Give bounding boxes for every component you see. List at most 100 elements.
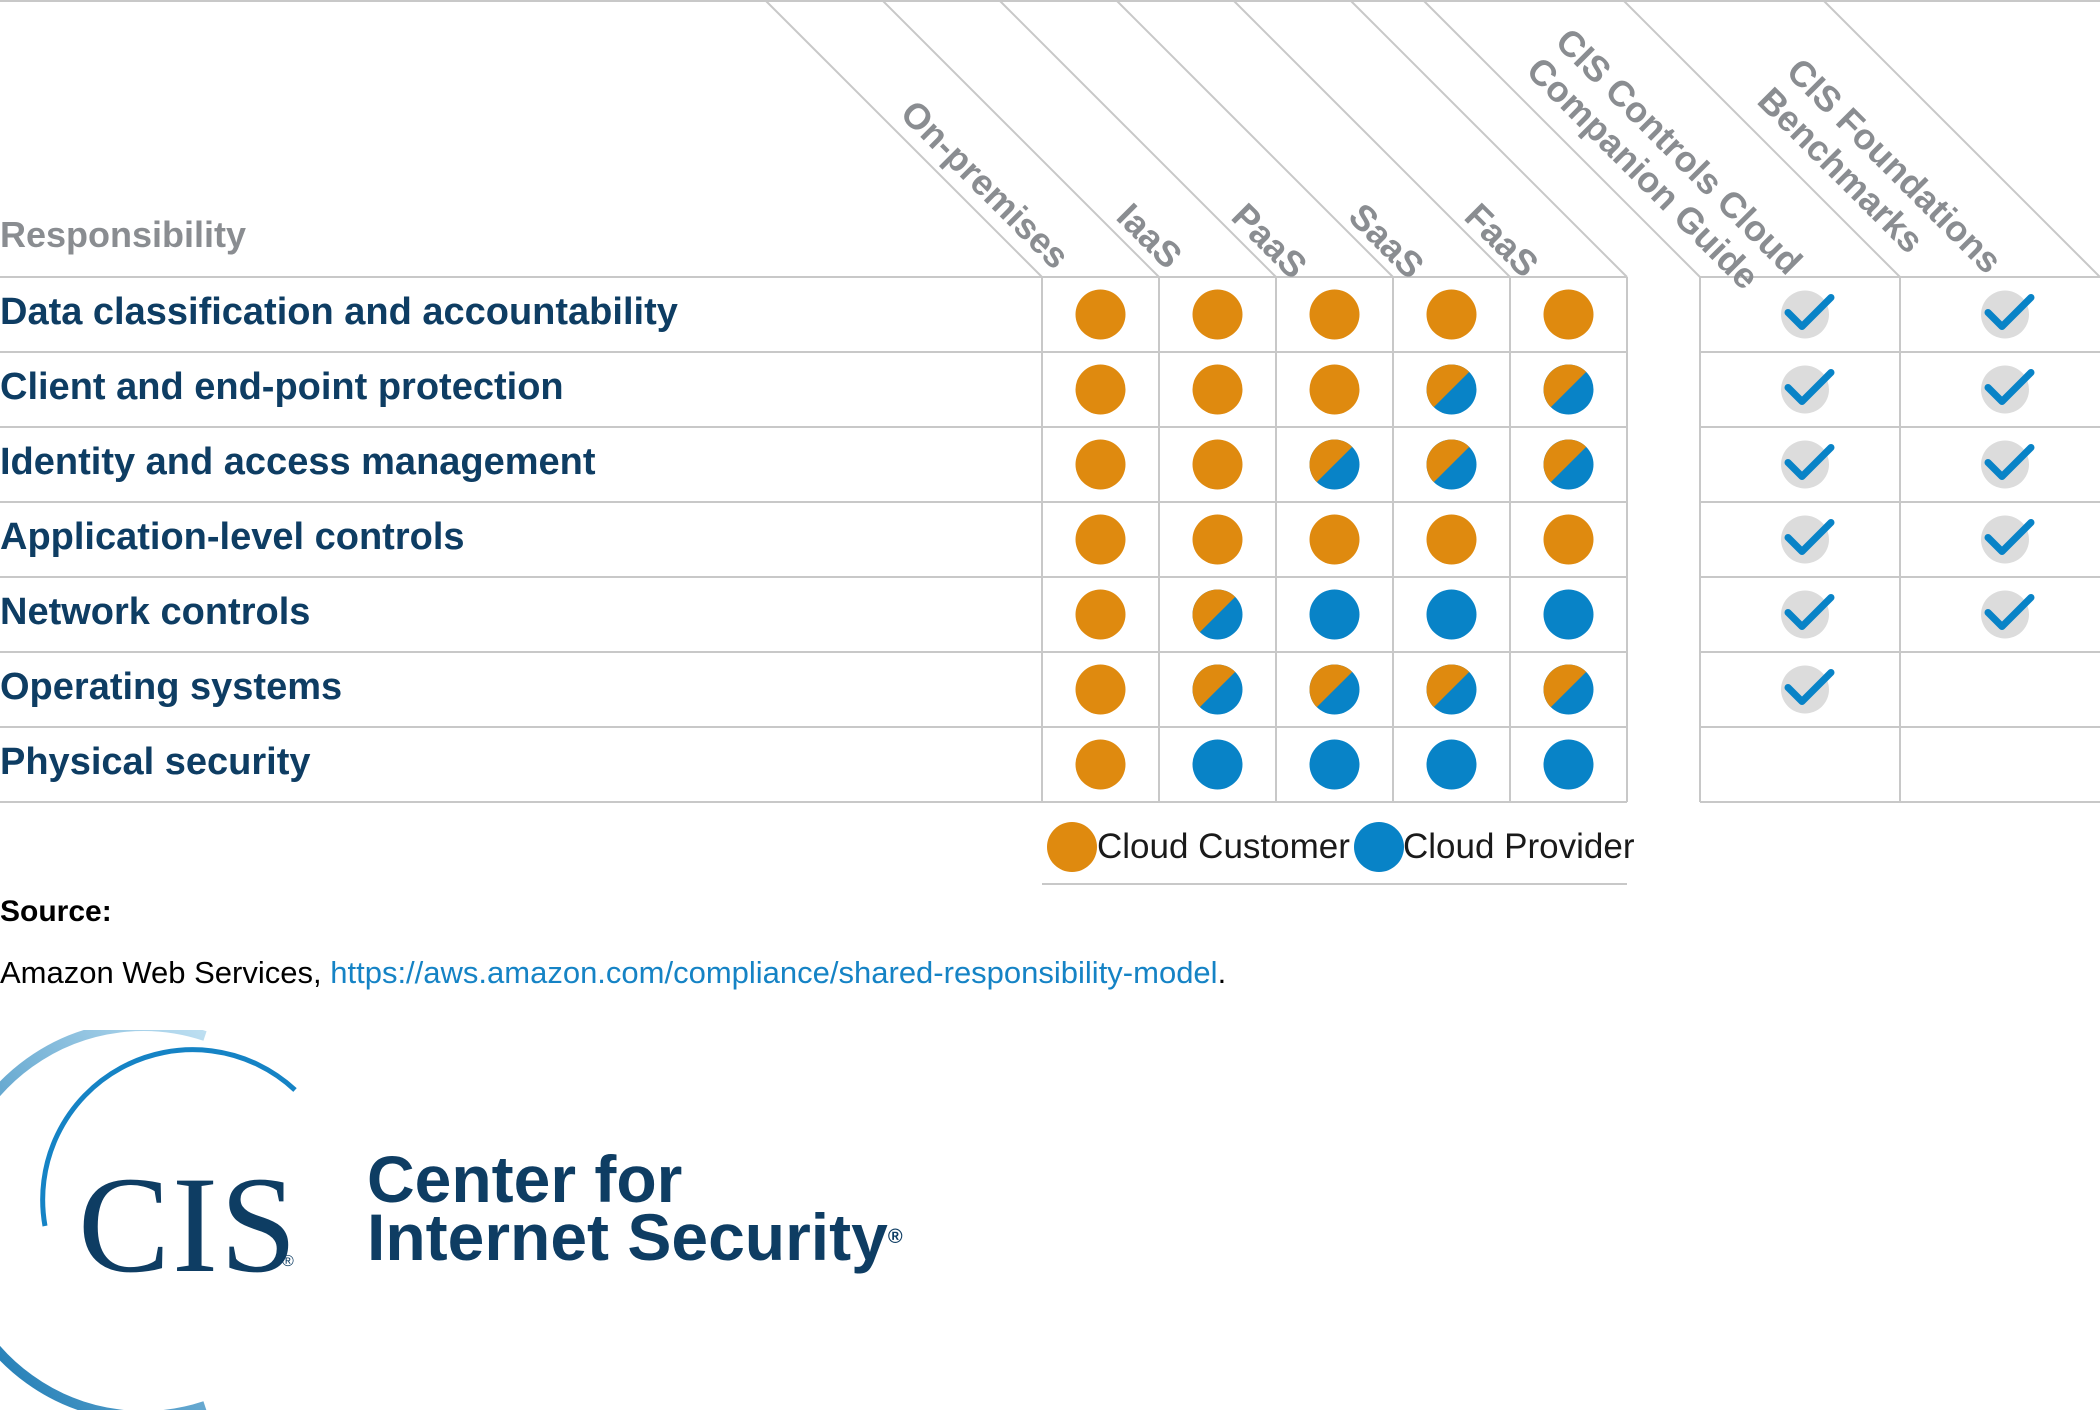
legend-provider-label: Cloud Provider bbox=[1403, 827, 1635, 866]
shared-dot bbox=[1543, 439, 1594, 490]
check-icon bbox=[1781, 515, 1835, 564]
check-circle bbox=[1981, 440, 2029, 489]
legend-customer-label: Cloud Customer bbox=[1097, 827, 1350, 866]
provider-dot bbox=[1426, 739, 1477, 790]
customer-dot bbox=[1192, 289, 1243, 340]
customer-dot bbox=[1309, 514, 1360, 565]
logo-name-line2: Internet Security bbox=[367, 1200, 888, 1274]
customer-dot bbox=[1192, 364, 1243, 415]
customer-dot bbox=[1075, 439, 1126, 490]
check-circle bbox=[1781, 290, 1829, 339]
header-diagonal bbox=[1422, 0, 1701, 278]
check-circle bbox=[1781, 515, 1829, 564]
row-label: Identity and access management bbox=[0, 441, 596, 483]
shared-dot-customer-half bbox=[1543, 664, 1587, 708]
check-circle bbox=[1781, 365, 1829, 414]
shared-dot-customer-half bbox=[1192, 664, 1236, 708]
row-label: Application-level controls bbox=[0, 516, 465, 558]
check-mark bbox=[1784, 369, 1835, 405]
check-mark bbox=[1784, 519, 1835, 555]
logo-name-line1: Center for bbox=[367, 1142, 683, 1216]
header-diagonal bbox=[1115, 0, 1394, 278]
check-mark bbox=[1784, 444, 1835, 480]
check-mark bbox=[1784, 294, 1835, 330]
row-label: Data classification and accountability bbox=[0, 291, 678, 333]
customer-dot bbox=[1426, 514, 1477, 565]
logo-cis-mark: CIS bbox=[78, 1148, 299, 1301]
source-text: Amazon Web Services, bbox=[0, 955, 331, 990]
source-link[interactable]: https://aws.amazon.com/compliance/shared… bbox=[330, 955, 1218, 990]
shared-dot-customer-half bbox=[1543, 364, 1587, 408]
customer-dot bbox=[1543, 289, 1594, 340]
header-diagonal bbox=[1349, 0, 1628, 278]
header-diagonal bbox=[1232, 0, 1511, 278]
header-diagonal bbox=[881, 0, 1160, 278]
logo-name-reg: ® bbox=[887, 1226, 903, 1248]
check-circle bbox=[1981, 515, 2029, 564]
check-circle bbox=[1781, 665, 1829, 714]
check-icon bbox=[1981, 290, 2035, 339]
shared-dot-customer-half bbox=[1426, 664, 1470, 708]
source-line: Amazon Web Services, https://aws.amazon.… bbox=[0, 955, 1226, 991]
row-label: Physical security bbox=[0, 741, 311, 783]
customer-dot bbox=[1192, 439, 1243, 490]
check-icon bbox=[1981, 440, 2035, 489]
shared-dot bbox=[1426, 364, 1477, 415]
shared-dot-customer-half bbox=[1192, 589, 1236, 633]
check-circle bbox=[1781, 440, 1829, 489]
customer-dot bbox=[1075, 589, 1126, 640]
customer-dot bbox=[1075, 364, 1126, 415]
provider-dot bbox=[1426, 589, 1477, 640]
check-circle bbox=[1981, 290, 2029, 339]
check-icon bbox=[1981, 515, 2035, 564]
check-mark bbox=[1984, 519, 2035, 555]
shared-dot-customer-half bbox=[1543, 439, 1587, 483]
check-icon bbox=[1781, 365, 1835, 414]
header-diagonal bbox=[1622, 0, 1901, 278]
header-diagonal bbox=[1822, 0, 2100, 278]
responsibility-header: Responsibility bbox=[0, 214, 247, 255]
customer-dot bbox=[1192, 514, 1243, 565]
provider-dot bbox=[1543, 589, 1594, 640]
check-icon bbox=[1781, 440, 1835, 489]
customer-dot bbox=[1075, 514, 1126, 565]
shared-dot bbox=[1309, 439, 1360, 490]
shared-dot bbox=[1543, 664, 1594, 715]
check-mark bbox=[1784, 594, 1835, 630]
shared-dot bbox=[1543, 364, 1594, 415]
source-suffix: . bbox=[1217, 955, 1227, 990]
logo-name: Center for Internet Security® bbox=[367, 1142, 903, 1270]
header-diagonal bbox=[998, 0, 1277, 278]
provider-dot bbox=[1192, 739, 1243, 790]
check-circle bbox=[1781, 590, 1829, 639]
check-mark bbox=[1784, 669, 1835, 705]
check-circle bbox=[1981, 365, 2029, 414]
shared-dot bbox=[1426, 439, 1477, 490]
customer-dot bbox=[1426, 289, 1477, 340]
customer-dot bbox=[1075, 289, 1126, 340]
shared-dot bbox=[1426, 664, 1477, 715]
check-icon bbox=[1781, 665, 1835, 714]
shared-dot-customer-half bbox=[1426, 439, 1470, 483]
customer-dot bbox=[1075, 739, 1126, 790]
logo-arc bbox=[0, 1030, 297, 1410]
check-icon bbox=[1981, 590, 2035, 639]
customer-dot bbox=[1047, 822, 1097, 872]
check-mark bbox=[1984, 294, 2035, 330]
check-mark bbox=[1984, 444, 2035, 480]
row-label: Operating systems bbox=[0, 666, 343, 708]
check-icon bbox=[1781, 590, 1835, 639]
shared-dot-customer-half bbox=[1309, 664, 1353, 708]
check-circle bbox=[1981, 590, 2029, 639]
row-label: Client and end-point protection bbox=[0, 366, 564, 408]
provider-dot bbox=[1309, 589, 1360, 640]
check-icon bbox=[1981, 365, 2035, 414]
check-mark bbox=[1984, 594, 2035, 630]
shared-dot bbox=[1309, 664, 1360, 715]
customer-dot bbox=[1309, 289, 1360, 340]
shared-dot-customer-half bbox=[1426, 364, 1470, 408]
shared-dot-customer-half bbox=[1309, 439, 1353, 483]
